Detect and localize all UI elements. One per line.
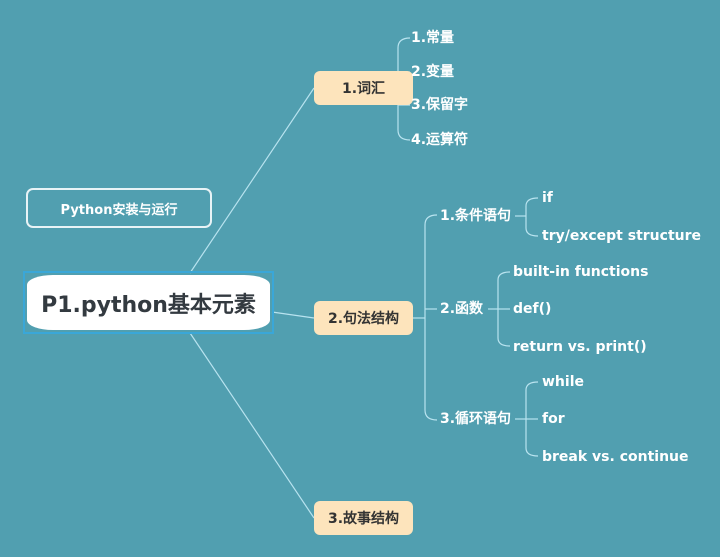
central-topic-label: P1.python基本元素 xyxy=(41,292,256,318)
leaf-break-vs-continue[interactable]: break vs. continue xyxy=(542,449,689,465)
leaf-try-except[interactable]: try/except structure xyxy=(542,228,701,244)
subtopic-conditional-statements[interactable]: 1.条件语句 xyxy=(440,208,512,224)
leaf-for[interactable]: for xyxy=(542,411,565,427)
subtopic-loop-statements[interactable]: 3.循环语句 xyxy=(440,411,512,427)
branch-label: 2.句法结构 xyxy=(327,311,400,327)
leaf-if[interactable]: if xyxy=(542,190,553,206)
branch-syntax-structure[interactable]: 2.句法结构 xyxy=(314,301,413,335)
subtopic-reserved-words[interactable]: 3.保留字 xyxy=(411,97,469,113)
central-topic-selection-frame xyxy=(23,271,274,334)
central-topic[interactable]: P1.python基本元素 xyxy=(27,275,270,330)
leaf-while[interactable]: while xyxy=(542,374,584,390)
subtopic-variables[interactable]: 2.变量 xyxy=(411,64,455,80)
subtopic-operators[interactable]: 4.运算符 xyxy=(411,132,469,148)
branch-label: 1.词汇 xyxy=(341,81,386,97)
branch-label: 3.故事结构 xyxy=(327,511,400,527)
connector-central-to-story xyxy=(189,332,315,519)
leaf-return-vs-print[interactable]: return vs. print() xyxy=(513,339,647,355)
floating-topic-python-install[interactable]: Python安装与运行 xyxy=(26,188,212,228)
subtopic-constants[interactable]: 1.常量 xyxy=(411,30,455,46)
connector-central-to-vocab xyxy=(189,87,315,274)
subtopic-functions[interactable]: 2.函数 xyxy=(440,301,484,317)
connector-central-to-syntax xyxy=(271,311,315,319)
leaf-def[interactable]: def() xyxy=(513,301,552,317)
branch-story-structure[interactable]: 3.故事结构 xyxy=(314,501,413,535)
floating-topic-label: Python安装与运行 xyxy=(60,202,178,218)
branch-vocabulary[interactable]: 1.词汇 xyxy=(314,71,413,105)
leaf-built-in-functions[interactable]: built-in functions xyxy=(513,264,649,280)
